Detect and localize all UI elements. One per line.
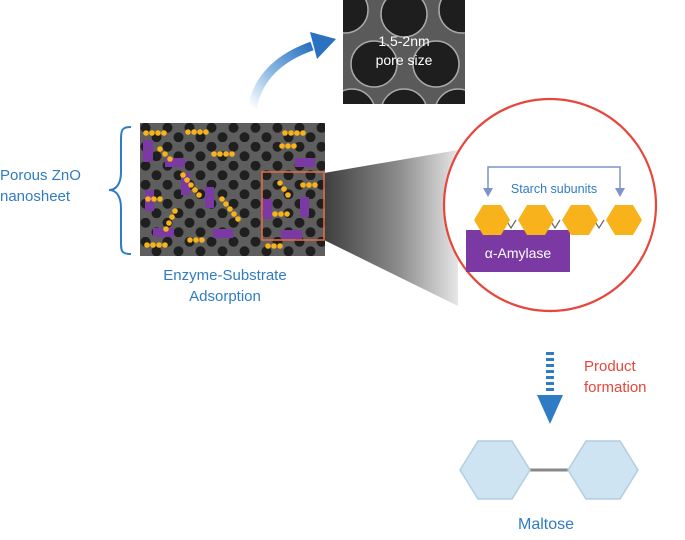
- adsorption-line-1: Enzyme-Substrate: [163, 267, 287, 284]
- maltose-molecule: [459, 440, 639, 500]
- starch-subunit: [562, 205, 598, 235]
- curved-arrow: [247, 32, 336, 110]
- pore-size-label: 1.5-2nm pore size: [346, 32, 462, 70]
- adsorption-label: Enzyme-Substrate Adsorption: [130, 265, 320, 307]
- starch-subunit: [606, 205, 642, 235]
- product-formation-label: Product formation: [584, 356, 647, 398]
- zoom-circle: Starch subunits α-Amylase: [442, 97, 658, 313]
- maltose-label: Maltose: [518, 516, 575, 533]
- product-line-2: formation: [584, 379, 647, 396]
- amylase-block: [466, 230, 570, 272]
- zoom-cone: [324, 150, 458, 306]
- zoom-region-box: [261, 171, 325, 241]
- adsorption-line-2: Adsorption: [189, 288, 261, 305]
- pore-size-line-2: pore size: [375, 52, 433, 68]
- starch-chain: [474, 205, 642, 235]
- porous-nanosheet: [140, 123, 325, 256]
- starch-subunit: [518, 205, 554, 235]
- porous-zno-line-2: nanosheet: [0, 188, 71, 205]
- product-arrow: [537, 352, 563, 424]
- product-line-1: Product: [584, 358, 636, 375]
- substrate-chains: [143, 129, 318, 249]
- porous-zno-line-1: Porous ZnO: [0, 167, 81, 184]
- starch-subunit: [474, 205, 510, 235]
- pore-size-line-1: 1.5-2nm: [378, 33, 430, 49]
- porous-zno-label: Porous ZnO nanosheet: [0, 165, 110, 207]
- curly-brace: [108, 126, 132, 255]
- amylase-label: α-Amylase: [485, 245, 552, 261]
- pore-size-inset: [343, 0, 465, 104]
- starch-label: Starch subunits: [511, 182, 597, 196]
